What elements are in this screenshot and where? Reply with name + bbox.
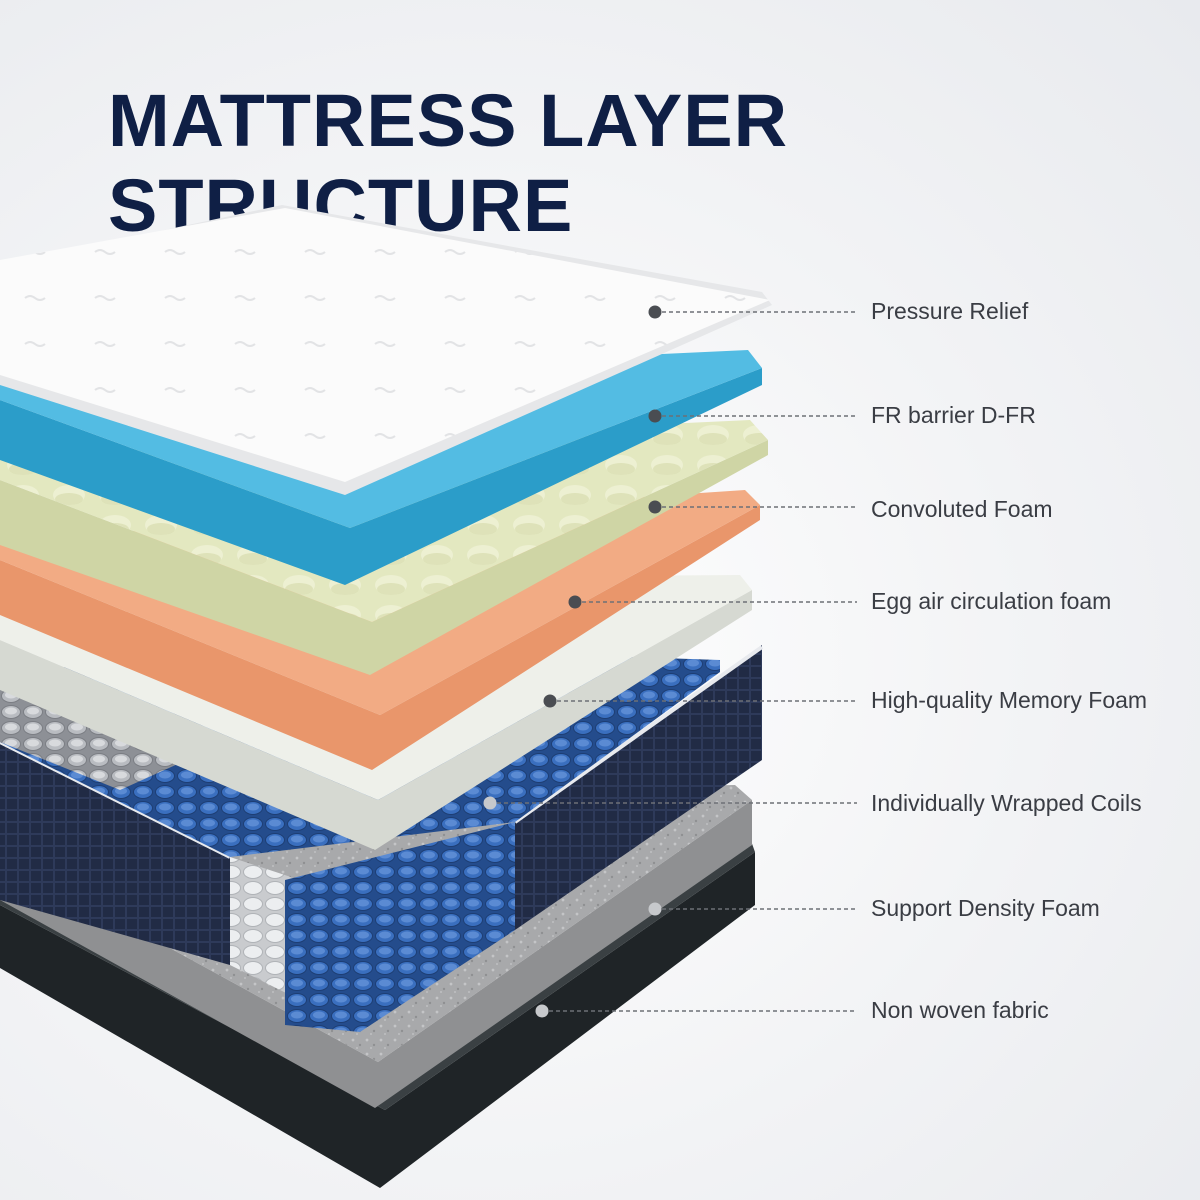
callout-dots [483,305,662,1018]
label-convoluted-foam: Convoluted Foam [871,496,1053,522]
label-non-woven-fabric: Non woven fabric [871,997,1049,1023]
label-fr-barrier: FR barrier D-FR [871,402,1036,428]
layer-pressure-relief [0,205,772,495]
layer-non-woven-fabric [0,838,755,1188]
label-egg-air-circulation-foam: Egg air circulation foam [871,588,1112,614]
callout-leaders [490,311,857,1012]
label-pressure-relief: Pressure Relief [871,298,1029,324]
label-individually-wrapped-coils: Individually Wrapped Coils [871,790,1142,816]
label-support-density-foam: Support Density Foam [871,895,1100,921]
page-title: MATTRESS LAYER STRUCTURE [108,79,789,248]
label-memory-foam: High-quality Memory Foam [871,687,1148,713]
